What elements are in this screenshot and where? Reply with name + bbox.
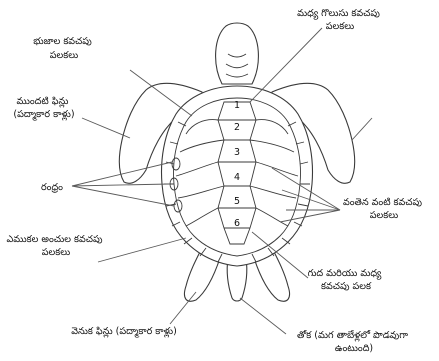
leader-hole-2 (72, 184, 170, 186)
scute-number-3: 3 (234, 147, 240, 158)
label-humeral: భుజాల కవచపు పలకలు (33, 36, 95, 61)
leader-right-flipper (352, 118, 372, 140)
scute-number-1: 1 (234, 100, 240, 111)
head (216, 23, 259, 84)
scute-number-5: 5 (234, 196, 240, 207)
label-marginal-line-2: పలకలు (42, 247, 70, 258)
label-neural-costal-line-2: పలకలు (326, 21, 354, 32)
label-neural-costal: మధ్య గొలుసు కవచపు పలకలు (297, 8, 383, 32)
label-front-flipper: ముందటి ఫిన్లు (పద్మాకార కాళ్లు) (13, 96, 74, 121)
label-lateral-line-2: పలకలు (370, 210, 398, 221)
label-lateral-line-1: వంతెన వంటి కవచపు (343, 197, 423, 208)
label-marginal: ఎముకల అంచుల కవచపు పలకలు (7, 234, 106, 258)
leader-tail (240, 298, 286, 334)
scute-number-6: 6 (234, 218, 240, 229)
label-hole: రంధ్రం (41, 182, 63, 193)
label-front-flipper-line-2: (పద్మాకార కాళ్లు) (13, 109, 74, 121)
label-anal-vertebral: గుద మరియు మధ్య కవచపు పలక (308, 268, 385, 292)
turtle-illustration (119, 23, 355, 301)
leader-rear-flipper (170, 292, 196, 324)
label-tail-line-2: ఉంటుంది) (335, 343, 373, 354)
leader-front-flipper (82, 118, 130, 138)
label-marginal-line-1: ఎముకల అంచుల కవచపు (7, 234, 103, 245)
label-lateral: వంతెన వంటి కవచపు పలకలు (343, 197, 425, 221)
leader-hole-3 (72, 186, 174, 206)
label-humeral-line-2: పలకలు (50, 50, 78, 61)
label-tail-line-1: తోక (మగ తాబేళ్లలో పొడవుగా (297, 329, 408, 342)
label-anal-vertebral-line-1: గుద మరియు మధ్య (308, 268, 382, 280)
label-humeral-line-1: భుజాల కవచపు (33, 36, 92, 47)
label-front-flipper-line-1: ముందటి ఫిన్లు (17, 96, 69, 108)
label-rear-flipper: వెనుక ఫిన్లు (పద్మాకార కాళ్లు) (71, 326, 177, 338)
leader-marginal (98, 238, 186, 262)
scute-number-2: 2 (234, 122, 240, 133)
label-tail: తోక (మగ తాబేళ్లలో పొడవుగా ఉంటుంది) (297, 329, 411, 354)
label-anal-vertebral-line-2: కవచపు పలక (321, 281, 372, 292)
scute-number-4: 4 (234, 172, 240, 183)
label-neural-costal-line-1: మధ్య గొలుసు కవచపు (297, 8, 380, 20)
